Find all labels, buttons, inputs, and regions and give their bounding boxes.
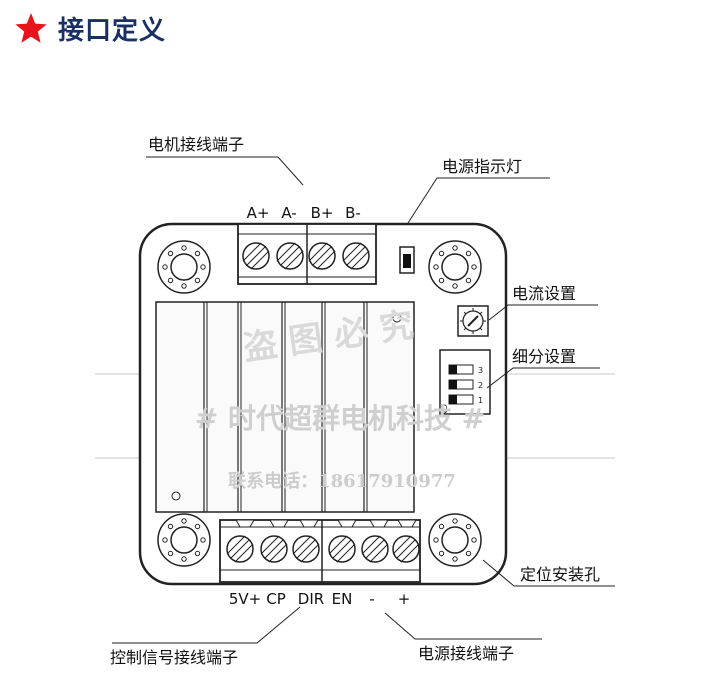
motor-pin-a-minus: A- [281,204,296,222]
control-pin-dir: DIR [298,590,324,608]
motor-terminal-screw [342,242,370,270]
control-terminal-screw [292,535,320,563]
control-pin-plus: + [398,590,411,608]
dip-number-3: 3 [478,366,483,375]
motor-terminal-label: 电机接线端子 [148,135,244,154]
power-indicator-label: 电源指示灯 [442,157,522,176]
control-terminal-screw [361,535,389,563]
dip-on-label: ON [439,404,448,416]
control-pin-en: EN [332,590,353,608]
control-terminal-screw [392,535,420,563]
current-setting-label: 电流设置 [512,284,576,303]
control-terminal-label: 控制信号接线端子 [110,648,238,667]
dip-number-1: 1 [478,396,483,405]
motor-terminal-screw [242,242,270,270]
mounting-hole-bl [157,513,211,567]
control-terminal-screw [226,535,254,563]
motor-pin-a-plus: A+ [247,204,270,222]
callout-lines [112,156,615,644]
current-potentiometer [457,305,489,337]
mounting-hole-tr [428,240,482,294]
heatsink [155,301,415,513]
dip-number-2: 2 [478,381,483,390]
power-terminal-label: 电源接线端子 [418,644,514,663]
motor-pin-b-plus: B+ [311,204,334,222]
motor-terminal-screw [276,242,304,270]
star-icon [15,13,47,43]
section-title: 接口定义 [58,15,167,46]
control-terminal-screw [328,535,356,563]
section-header: 接口定义 [14,8,166,48]
mounting-hole-label: 定位安装孔 [520,565,600,584]
mounting-hole-tl [157,240,211,294]
dip-switch: 3 2 1 ON [439,349,491,416]
mounting-hole-br [428,513,482,567]
watermark-line2: # 时代超群电机科技 # [195,402,485,435]
control-pin-cp: CP [266,590,286,608]
control-terminal-screw [260,535,288,563]
control-pin-5v: 5V+ [229,590,261,608]
watermark-line3: 联系电话：18617910977 [228,470,456,492]
motor-terminal-screw [308,242,336,270]
microstep-setting-label: 细分设置 [512,347,576,366]
motor-pin-b-minus: B- [345,204,361,222]
power-led [399,246,415,274]
control-pin-minus: - [369,590,374,608]
